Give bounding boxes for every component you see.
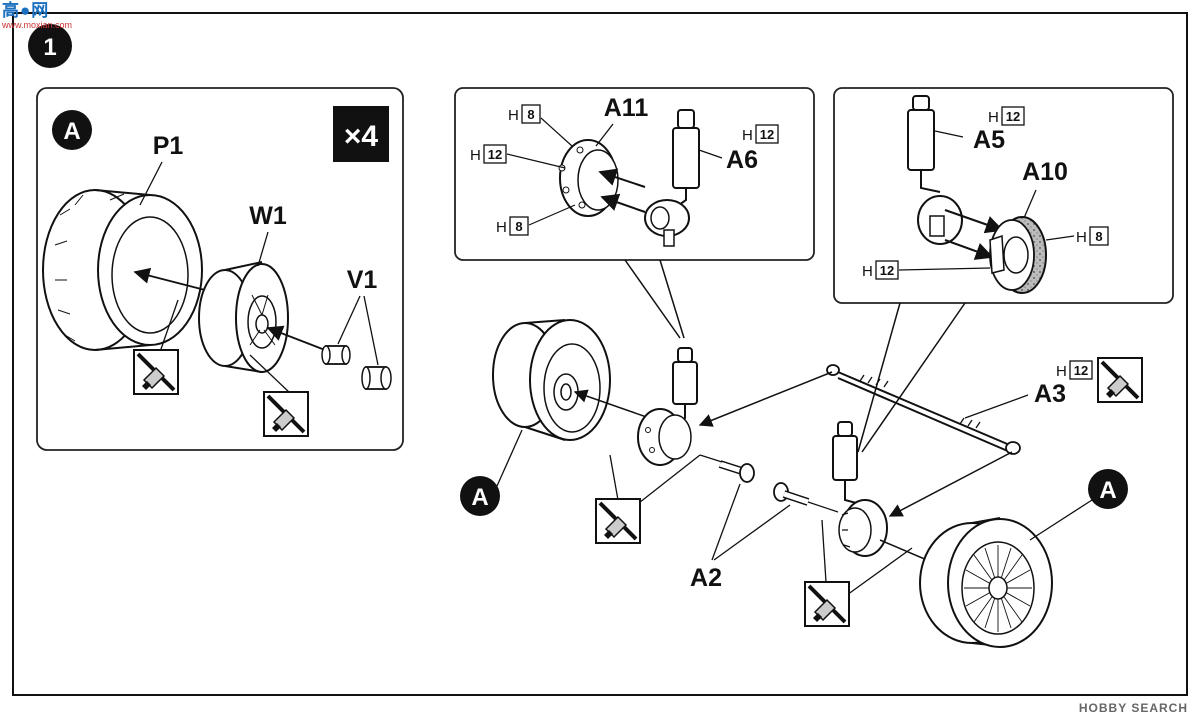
svg-text:H: H (742, 127, 753, 144)
tire-right (919, 517, 1053, 648)
svg-text:12: 12 (1006, 109, 1020, 124)
svg-text:H: H (862, 263, 873, 280)
part-label-w1: W1 (249, 202, 287, 230)
part-label-a11: A11 (604, 94, 649, 122)
svg-text:H: H (470, 147, 481, 164)
svg-text:12: 12 (880, 263, 894, 278)
hint-h12-mid: H 12 (470, 144, 566, 169)
step-number-badge: 1 (28, 24, 72, 68)
hint-h12-bottom: H 12 (862, 260, 991, 280)
svg-text:12: 12 (760, 127, 774, 142)
glue-warning-icon (594, 497, 642, 545)
wheel-w1 (198, 261, 289, 373)
subassembly-badge-a-left: A (460, 429, 523, 516)
tire-left (492, 319, 611, 441)
svg-text:12: 12 (488, 147, 502, 162)
glue-warning-icon (132, 348, 180, 396)
svg-text:H: H (988, 109, 999, 126)
glue-warning-icon (803, 580, 851, 628)
part-label-a10: A10 (1022, 158, 1068, 186)
part-label-p1: P1 (153, 132, 184, 160)
svg-text:8: 8 (527, 107, 534, 122)
hint-h12-tie: H 12 (1056, 360, 1093, 380)
hint-h12-right: H 12 (742, 124, 779, 144)
svg-text:H: H (1056, 363, 1067, 380)
pin-a2-right (773, 482, 810, 506)
glue-warning-icon (1096, 356, 1144, 404)
strut-a5 (907, 95, 963, 245)
knuckle-cover-a11 (558, 139, 619, 217)
svg-text:×4: ×4 (344, 120, 379, 153)
hint-h12-top: H 12 (988, 106, 1025, 126)
svg-text:H: H (508, 107, 519, 124)
panel-knuckle-left: A11 A6 H 8 H 12 H 8 H 12 (454, 87, 815, 339)
part-label-a3: A3 (1034, 380, 1066, 408)
svg-text:8: 8 (515, 219, 522, 234)
brake-disc-a10 (989, 216, 1047, 294)
pin-a2-left (718, 460, 755, 483)
glue-warning-icon (262, 390, 310, 438)
subassembly-badge-a-right: A (1029, 469, 1128, 541)
svg-text:A: A (471, 484, 488, 511)
hint-h8-bottom: H 8 (496, 204, 576, 236)
strut-right (832, 421, 888, 557)
svg-text:H: H (1076, 229, 1087, 246)
panel-wheel-assembly: A ×4 (36, 87, 404, 451)
watermark: HOBBY SEARCH (1078, 701, 1188, 715)
part-label-v1: V1 (347, 266, 378, 294)
svg-text:A: A (1099, 477, 1116, 504)
subassembly-badge-a: A (52, 110, 92, 150)
hint-h8-right: H 8 (1045, 226, 1109, 246)
panel-knuckle-right: A5 A10 H 12 H 8 H 12 (833, 87, 1174, 453)
svg-text:H: H (496, 219, 507, 236)
multiplier-badge: ×4 (333, 106, 389, 162)
svg-text:A: A (63, 118, 80, 145)
tire-p1 (42, 189, 203, 351)
strut-left (637, 347, 698, 466)
strut-a6 (644, 109, 700, 247)
brand-logo: 高●网 www.moxian.com (2, 1, 73, 31)
svg-text:8: 8 (1095, 229, 1102, 244)
svg-text:12: 12 (1074, 363, 1088, 378)
main-assembly: A3 H 12 A2 (460, 319, 1144, 648)
part-label-a6: A6 (726, 146, 758, 174)
step-number: 1 (43, 34, 56, 61)
hint-h8-top: H 8 (508, 104, 573, 147)
page-frame (12, 12, 1188, 696)
tie-rod-a3 (826, 364, 1021, 455)
part-label-a2: A2 (690, 564, 722, 592)
cap-v1 (321, 345, 392, 390)
part-label-a5: A5 (973, 126, 1005, 154)
